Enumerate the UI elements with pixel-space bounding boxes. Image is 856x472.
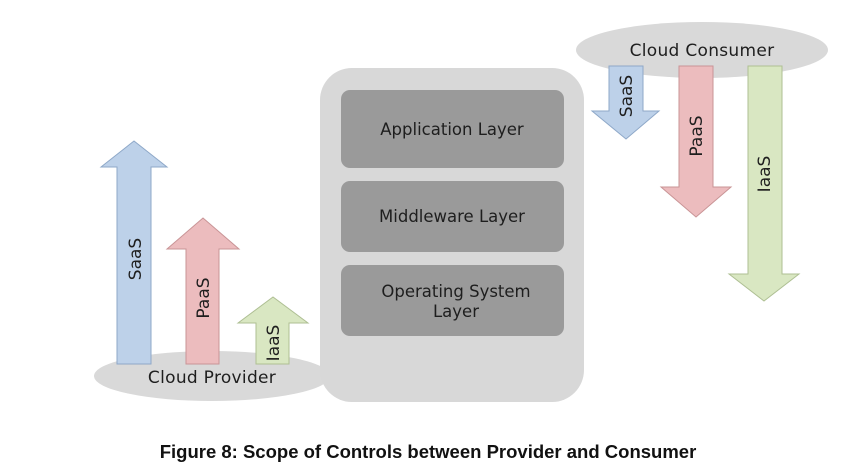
application-layer-label: Application Layer: [380, 120, 524, 139]
consumer-ellipse: [576, 22, 828, 78]
middleware-layer-label: Middleware Layer: [379, 207, 525, 226]
consumer-paas-arrow: [659, 65, 733, 218]
provider-iaas-arrow: [236, 296, 310, 365]
provider-saas-label: SaaS: [126, 238, 146, 280]
provider-paas-arrow: [165, 217, 241, 365]
figure-caption: Figure 8: Scope of Controls between Prov…: [159, 441, 697, 462]
provider-paas-label: PaaS: [194, 277, 214, 318]
provider-saas-arrow: [99, 140, 169, 365]
consumer-iaas-label: IaaS: [755, 156, 775, 193]
consumer-saas-arrow: [590, 65, 661, 140]
operating-system-layer-label-line1: Operating System: [381, 282, 530, 301]
application-layer: [341, 90, 564, 168]
operating-system-layer: [341, 265, 564, 336]
consumer-saas-label: SaaS: [617, 75, 637, 117]
provider-iaas-label: IaaS: [264, 325, 284, 362]
consumer-label: Cloud Consumer: [630, 41, 775, 61]
operating-system-layer-label-line2: Layer: [433, 302, 479, 321]
middleware-layer: [341, 181, 564, 252]
consumer-iaas-arrow: [727, 65, 801, 302]
provider-label: Cloud Provider: [148, 368, 276, 388]
consumer-paas-label: PaaS: [687, 115, 707, 156]
